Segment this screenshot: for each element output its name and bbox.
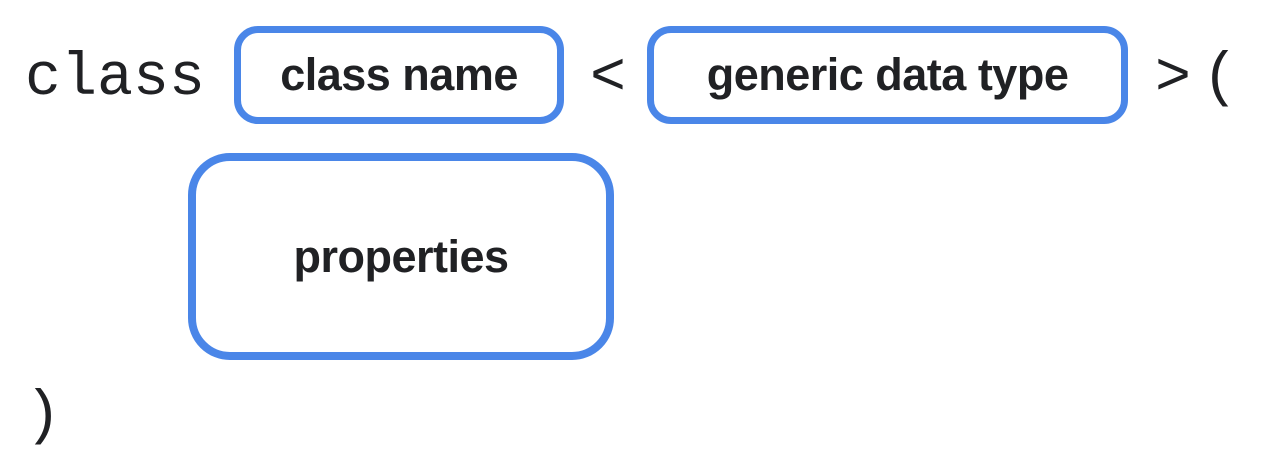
class-keyword: class xyxy=(25,45,206,113)
close-angle-bracket: > xyxy=(1155,45,1192,113)
class-name-box: class name xyxy=(234,26,565,124)
open-angle-bracket: < xyxy=(590,45,627,113)
properties-box: properties xyxy=(188,153,614,360)
generic-data-type-box: generic data type xyxy=(647,26,1129,124)
generic-data-type-label: generic data type xyxy=(706,49,1069,100)
open-paren: ( xyxy=(1202,45,1239,113)
class-declaration-row: class class name < generic data type > ( xyxy=(25,26,1238,124)
close-paren: ) xyxy=(25,383,62,451)
properties-label: properties xyxy=(293,230,509,282)
class-name-label: class name xyxy=(280,49,518,100)
